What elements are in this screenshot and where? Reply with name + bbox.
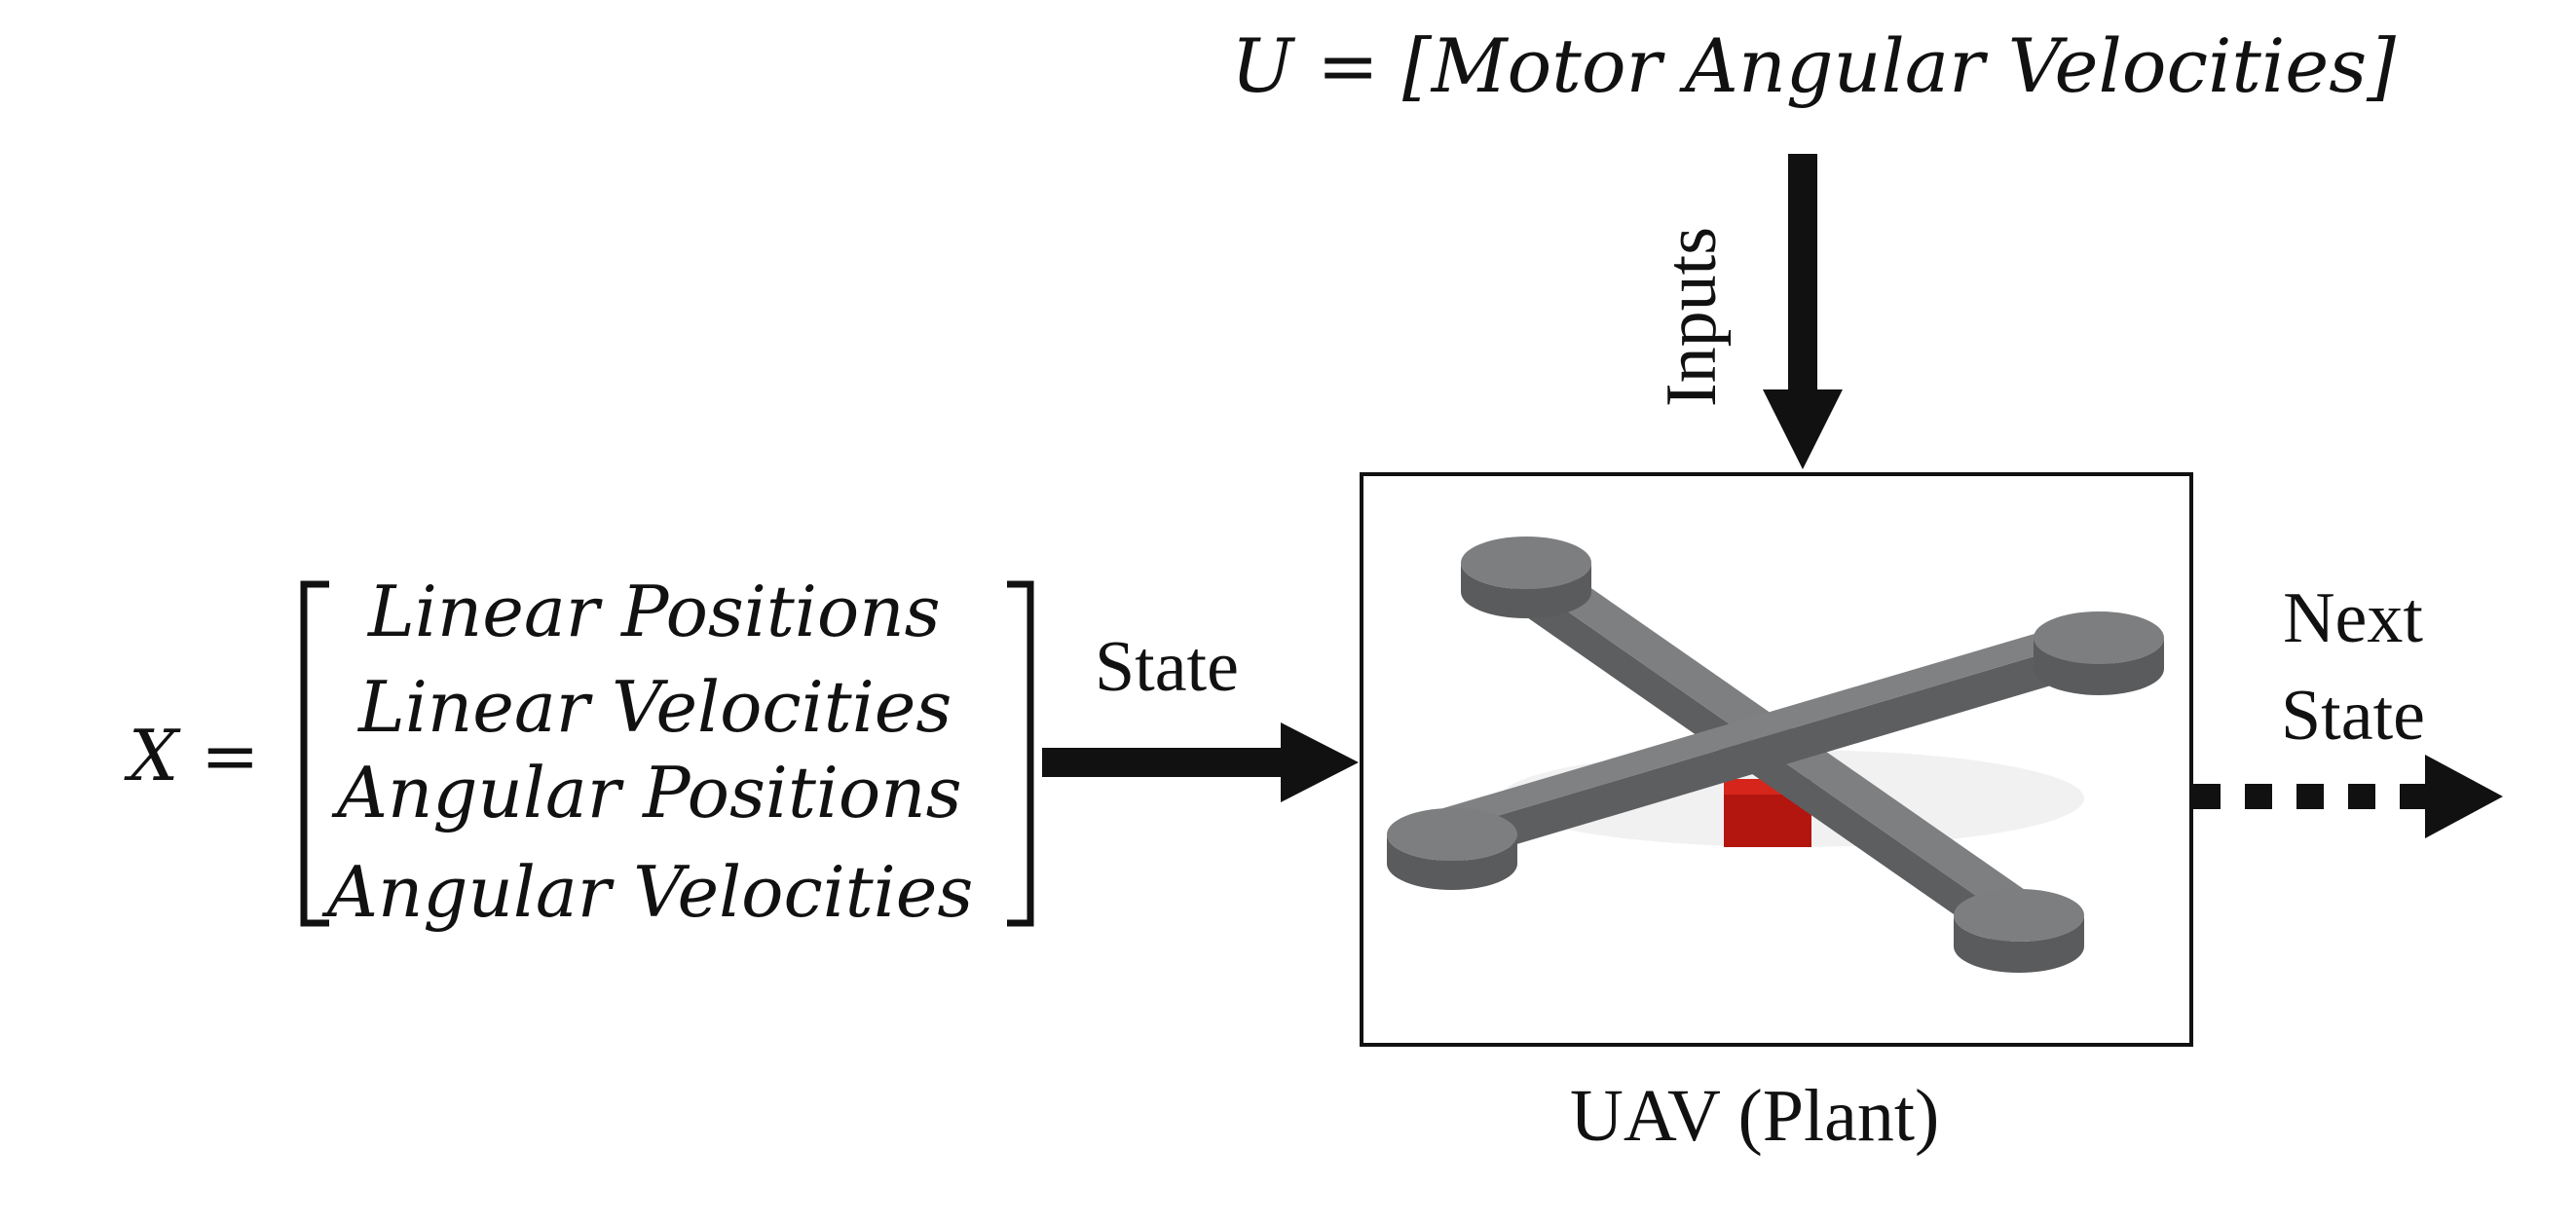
plant-label: UAV (Plant)	[1570, 1075, 1940, 1157]
state-label: State	[1095, 627, 1239, 707]
state-arrow-shaft	[1042, 748, 1286, 777]
inputs-arrow-head	[1763, 389, 1843, 469]
inputs-label: Inputs	[1652, 227, 1732, 407]
state-vector-row: Angular Velocities	[327, 851, 974, 933]
quadrotor-illustration	[1387, 537, 2164, 973]
state-vector-row: Linear Velocities	[358, 666, 952, 748]
left-bracket	[300, 580, 329, 927]
state-vector-row: Angular Positions	[337, 752, 962, 833]
next-state-arrow	[2193, 755, 2503, 838]
state-vector-row: Linear Positions	[368, 571, 941, 652]
next-state-label-line2: State	[2281, 676, 2425, 756]
inputs-arrow-shaft	[1788, 154, 1817, 397]
right-bracket	[1007, 580, 1034, 927]
state-vector-symbol: X =	[129, 715, 260, 796]
state-arrow-head	[1281, 722, 1359, 802]
next-state-label-line1: Next	[2283, 578, 2423, 658]
inputs-equation: U = [Motor Angular Velocities]	[1231, 22, 2396, 109]
